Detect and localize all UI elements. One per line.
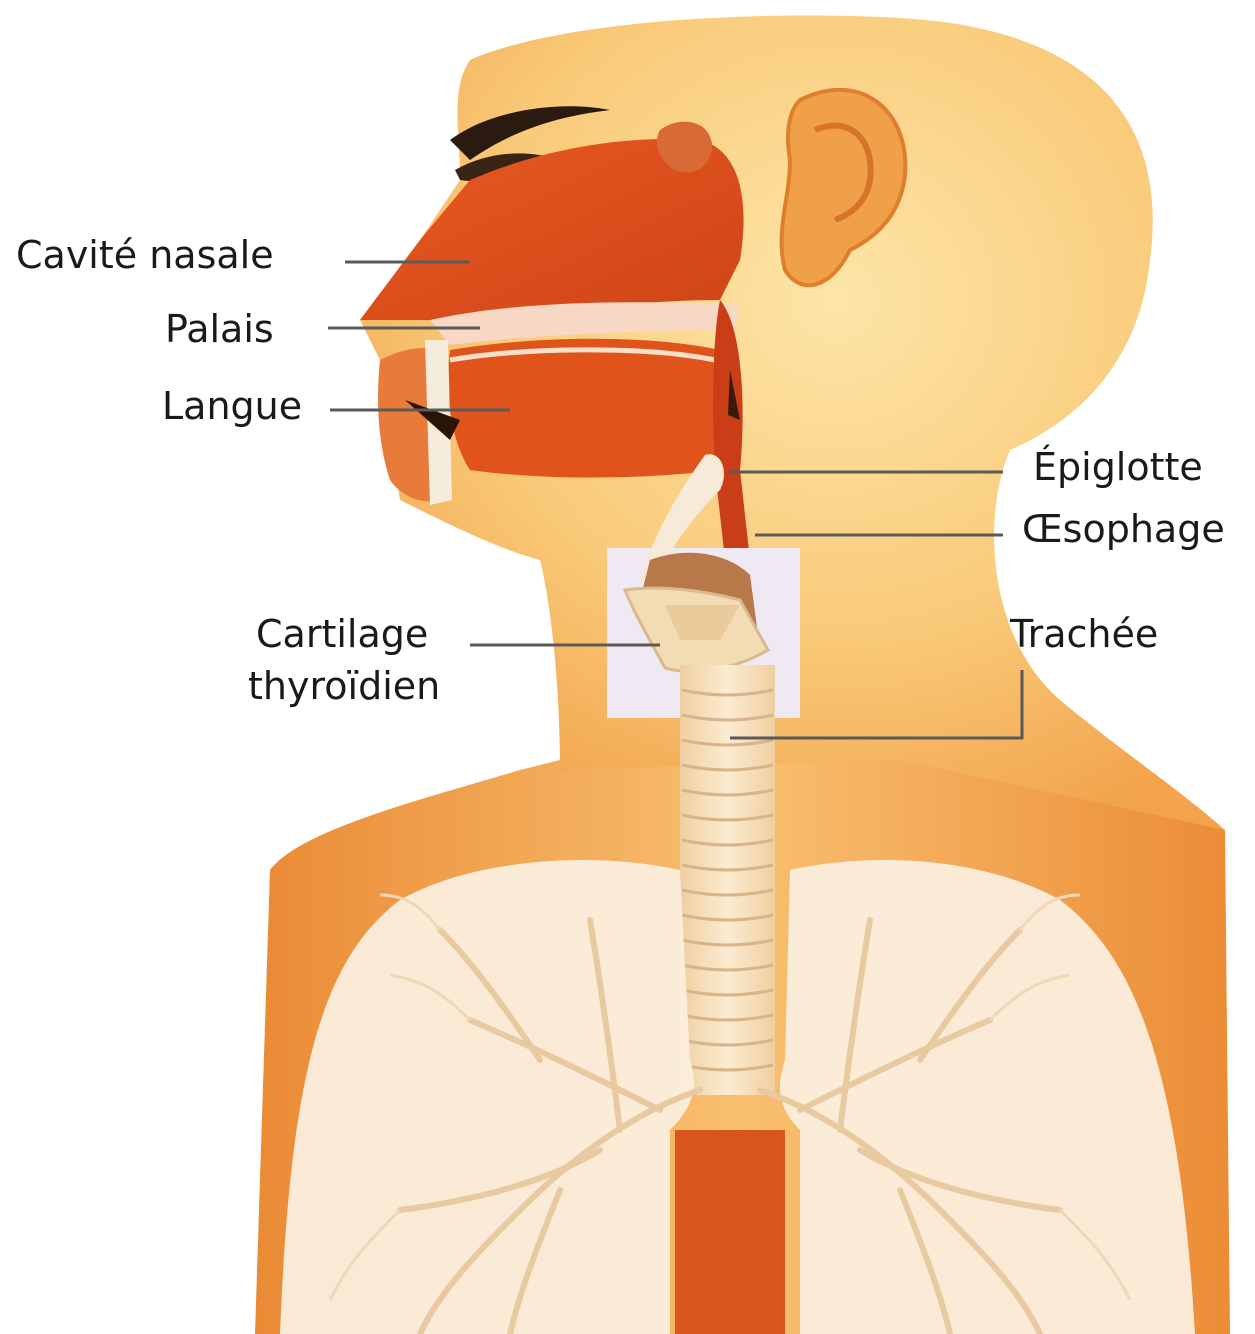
trachea — [680, 665, 775, 1095]
esophagus-lower — [675, 1130, 785, 1334]
tongue — [448, 339, 731, 478]
label-trachee: Trachée — [1010, 612, 1158, 656]
label-palais: Palais — [165, 307, 274, 351]
label-oesophage: Œsophage — [1022, 507, 1225, 551]
label-epiglotte: Épiglotte — [1033, 445, 1203, 489]
label-cavite-nasale: Cavité nasale — [16, 233, 274, 277]
label-langue: Langue — [162, 384, 302, 428]
label-cartilage-line1: Cartilage — [256, 612, 428, 656]
label-cartilage-line2: thyroïdien — [248, 664, 440, 708]
